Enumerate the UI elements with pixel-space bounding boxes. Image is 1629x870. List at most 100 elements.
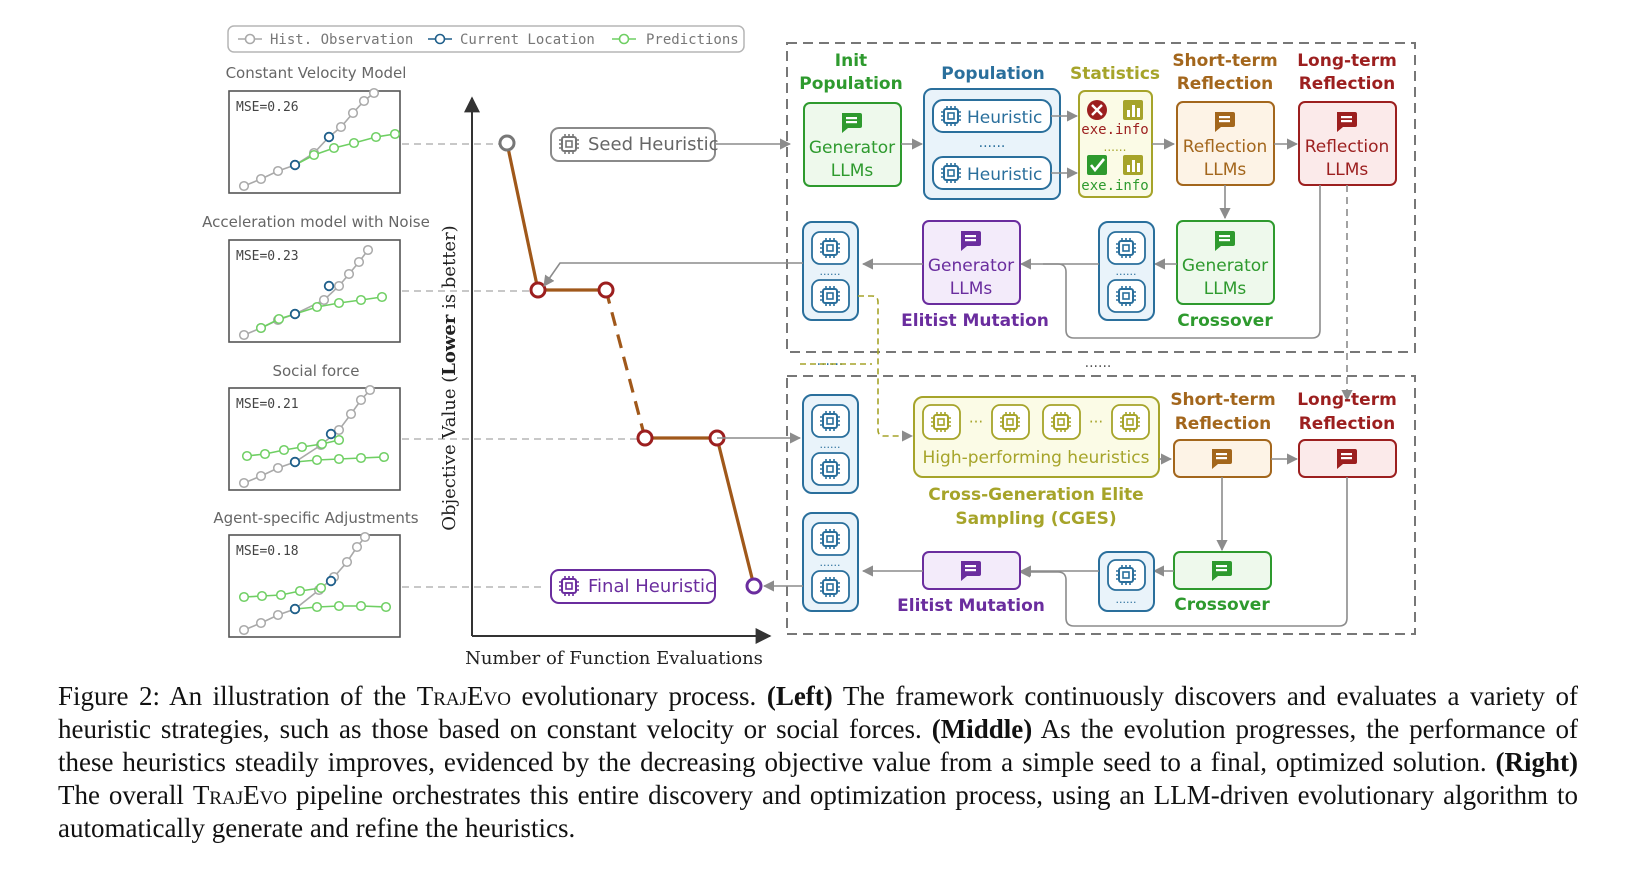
svg-text:......: ......: [1116, 593, 1137, 606]
trajectory-point: [380, 601, 392, 613]
long-term-title: Reflection: [1299, 414, 1396, 434]
trajectory-point: [311, 454, 323, 466]
trajectory-point: [255, 322, 267, 334]
crossover-label: Crossover: [1174, 595, 1270, 615]
figure-caption: Figure 2: An illustration of the TrajEvo…: [58, 681, 1578, 843]
svg-text:LLMs: LLMs: [831, 161, 874, 181]
trajectory-point: [341, 556, 353, 568]
current-location-point: [325, 575, 337, 587]
trajectory-point: [241, 450, 253, 462]
svg-text:exe.info: exe.info: [1081, 122, 1148, 138]
trajectory-point: [333, 297, 345, 309]
svg-text:Generator: Generator: [809, 138, 895, 158]
current-location-point: [325, 428, 337, 440]
legend-hist-marker: [238, 33, 262, 45]
trajectory-point: [328, 142, 340, 154]
short-term-title: Reflection: [1175, 414, 1272, 434]
trajectory-point: [345, 408, 357, 420]
svg-text:Generator: Generator: [928, 256, 1014, 276]
trajectory-point: [275, 589, 287, 601]
trajectory-point: [318, 294, 330, 306]
objective-curve: [498, 134, 763, 595]
svg-text:LLMs: LLMs: [1326, 160, 1369, 180]
trajectory-point: [272, 609, 284, 621]
long-term-title: Reflection: [1299, 74, 1396, 94]
trajectory-point: [272, 165, 284, 177]
trajectory-point: [355, 600, 367, 612]
trajectory-point: [272, 462, 284, 474]
model-mse: MSE=0.23: [236, 249, 299, 264]
current-location-point: [289, 456, 301, 468]
model-plot-frame: [228, 239, 401, 343]
between-dots-right: ......: [1085, 355, 1112, 371]
init-title: Init: [835, 51, 867, 71]
final-heuristic: Final Heuristic: [550, 569, 716, 604]
figure: Hist. Observation Current Location Predi…: [202, 25, 1416, 669]
legend-hist-label: Hist. Observation: [270, 32, 413, 48]
current-location-point: [289, 308, 301, 320]
high-performing-label: High-performing heuristics: [923, 448, 1150, 468]
svg-text:LLMs: LLMs: [950, 279, 993, 299]
model-title: Acceleration model with Noise: [202, 213, 430, 231]
svg-text:......: ......: [820, 438, 841, 451]
svg-text:Heuristic: Heuristic: [967, 165, 1042, 185]
trajectory-point: [238, 477, 250, 489]
crossover-label: Crossover: [1177, 311, 1273, 331]
trajectory-point: [294, 585, 306, 597]
model-panels: Constant Velocity Model MSE=0.26 Acceler…: [202, 64, 430, 638]
legend-current-marker: [428, 33, 452, 45]
trajectory-point: [311, 301, 323, 313]
trajectory-point: [238, 329, 250, 341]
cges-title: Cross-Generation Elite: [928, 485, 1143, 505]
seed-point: [498, 134, 516, 152]
trajectory-point: [296, 441, 308, 453]
svg-text:···: ···: [1089, 413, 1103, 431]
trajectory-point: [238, 591, 250, 603]
bottom-panel: ...... ··· ··· High-performing heuristic…: [717, 375, 1416, 635]
trajectory-point: [255, 173, 267, 185]
current-location-point: [323, 280, 335, 292]
trajectory-point: [348, 137, 360, 149]
trajectory-point: [370, 131, 382, 143]
model-title: Agent-specific Adjustments: [213, 509, 418, 527]
trajectory-point: [315, 582, 327, 594]
x-axis-label: Number of Function Evaluations: [465, 648, 763, 669]
high-performing-box: [913, 396, 1160, 478]
svg-text:Reflection: Reflection: [1183, 137, 1268, 157]
trajectory-point: [259, 448, 271, 460]
trajectory-point: [359, 531, 371, 543]
curve-point: [529, 281, 547, 299]
trajectory-point: [353, 256, 365, 268]
svg-text:Heuristic: Heuristic: [967, 108, 1042, 128]
axes: Objective Value (Lower is better) Number…: [439, 96, 772, 669]
trajectory-point: [358, 95, 370, 107]
svg-text:Generator: Generator: [1182, 256, 1268, 276]
trajectory-point: [333, 434, 345, 446]
trajectory-point: [333, 600, 345, 612]
trajectory-point: [333, 424, 345, 436]
short-term-title: Short-term: [1170, 390, 1275, 410]
short-term-title: Short-term: [1172, 51, 1277, 71]
model-title: Social force: [272, 362, 359, 380]
trajectory-point: [273, 313, 285, 325]
panel-connectors: [402, 143, 640, 588]
top-panel: Init Population Generator LLMs Populatio…: [543, 42, 1416, 353]
trajectory-point: [316, 438, 328, 450]
trajectory-point: [255, 617, 267, 629]
svg-text:···: ···: [969, 413, 983, 431]
crossover-box: [1176, 220, 1275, 305]
mutation-box: [922, 220, 1021, 305]
current-location-point: [323, 131, 335, 143]
model-mse: MSE=0.21: [236, 397, 299, 412]
final-heuristic-label: Final Heuristic: [588, 576, 715, 597]
svg-text:......: ......: [820, 556, 841, 569]
trajectory-point: [343, 268, 355, 280]
final-point: [745, 577, 763, 595]
trajectory-point: [389, 128, 401, 140]
svg-text:......: ......: [1104, 140, 1127, 154]
svg-text:......: ......: [979, 135, 1006, 151]
trajectory-point: [255, 470, 267, 482]
trajectory-point: [335, 121, 347, 133]
legend-pred-label: Predictions: [646, 32, 739, 48]
trajectory-point: [351, 541, 363, 553]
